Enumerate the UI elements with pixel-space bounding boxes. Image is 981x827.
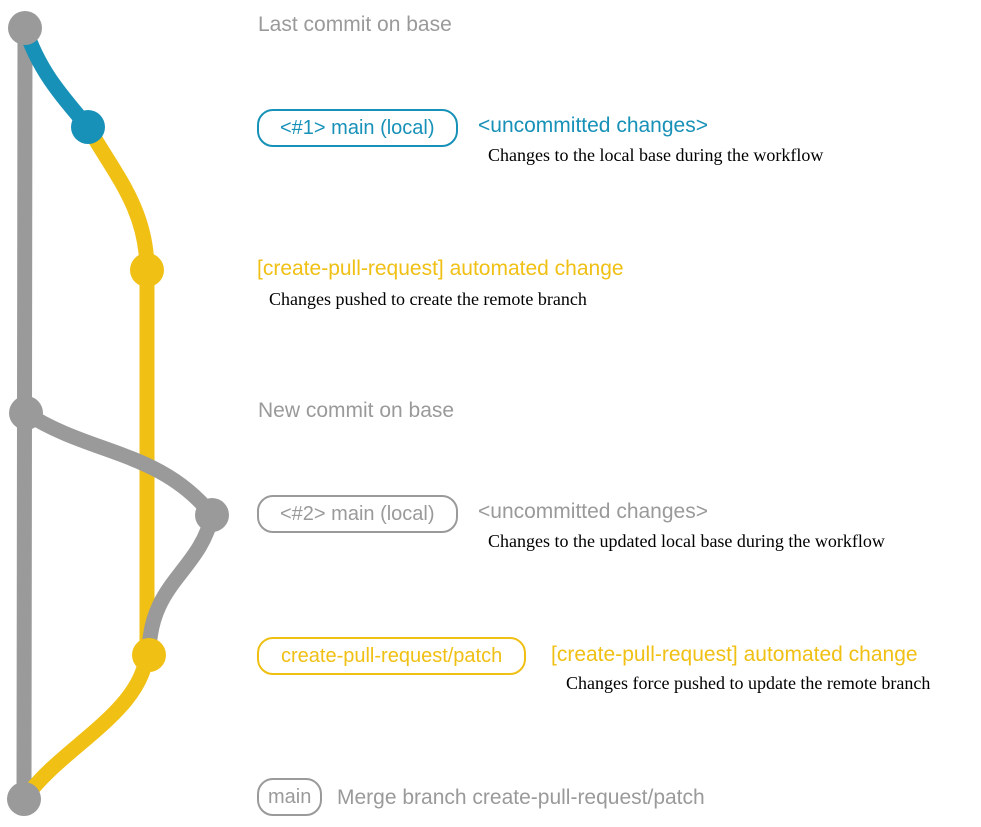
commit-automated-change-1 [130,253,164,287]
commit-automated-change-2 [132,638,166,672]
new-commit-label: New commit on base [258,399,455,422]
commit-merge [7,782,41,816]
branch-chip-main: main [257,778,323,816]
branch-chip-main-local-1: <#1> main (local) [257,109,458,147]
branch1-description: Changes to the local base during the wor… [488,145,824,165]
commit-local-2 [195,498,229,532]
updated-base-to-patch-edge [18,405,221,663]
commit-new-on-base [9,396,43,430]
local-uncommitted-edge-1 [17,20,96,135]
branch-chip-main-local-2: <#2> main (local) [257,495,458,533]
commit2-description: Changes force pushed to update the remot… [566,673,931,693]
commit-graph [7,11,229,816]
last-commit-label: Last commit on base [258,13,452,36]
commit1-description: Changes pushed to create the remote bran… [269,289,587,309]
uncommitted-changes-label-1: <uncommitted changes> [478,114,708,137]
uncommitted-changes-label-2: <uncommitted changes> [478,500,708,523]
merge-commit-message: Merge branch create-pull-request/patch [337,786,705,809]
branch-chip-create-pull-request-patch: create-pull-request/patch [257,637,527,675]
automated-change-message-2: [create-pull-request] automated change [551,643,918,666]
branch2-description: Changes to the updated local base during… [488,531,885,551]
commit-local-1 [71,110,105,144]
commit-last-on-base [8,11,42,45]
automated-change-message-1: [create-pull-request] automated change [257,257,624,280]
